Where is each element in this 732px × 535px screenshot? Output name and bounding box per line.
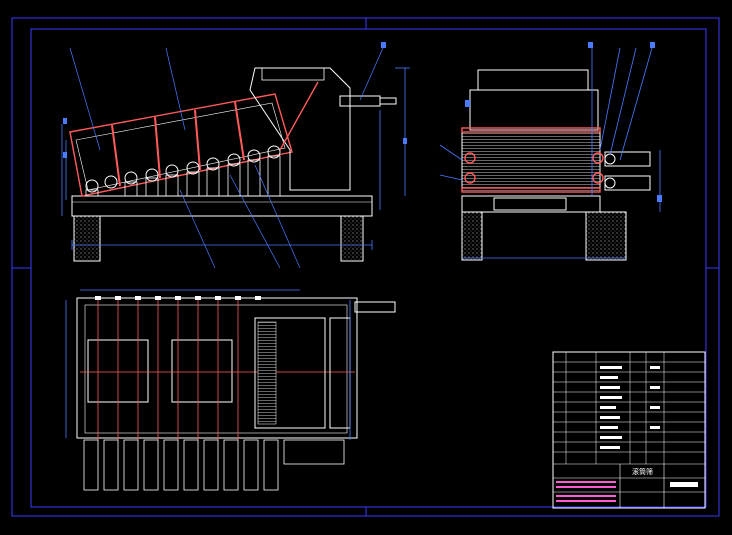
sheet-inner-border xyxy=(30,28,707,508)
hydraulic-cylinder xyxy=(339,95,381,107)
inclined-screen-deck xyxy=(69,93,293,197)
plan-view xyxy=(65,289,396,491)
side-elevation-view xyxy=(61,42,410,269)
title-block: 滚筒筛 xyxy=(552,351,706,509)
drum-screen-body xyxy=(461,131,601,193)
plan-cylinder xyxy=(354,301,396,313)
end-elevation-view xyxy=(439,42,662,261)
roller-row xyxy=(85,145,281,193)
end-foundation-right xyxy=(585,211,627,261)
feed-hopper xyxy=(249,67,351,191)
screen-panel-2 xyxy=(171,339,233,403)
drive-motor-row xyxy=(83,439,345,491)
discharge-grate xyxy=(254,317,326,429)
foundation-block-right xyxy=(340,215,364,262)
end-foundation-left xyxy=(461,211,483,261)
frame-tick-marks xyxy=(12,18,719,516)
foundation-block-left xyxy=(73,215,101,262)
end-drive-motors xyxy=(604,151,651,191)
drawing-title: 滚筒筛 xyxy=(632,467,653,476)
